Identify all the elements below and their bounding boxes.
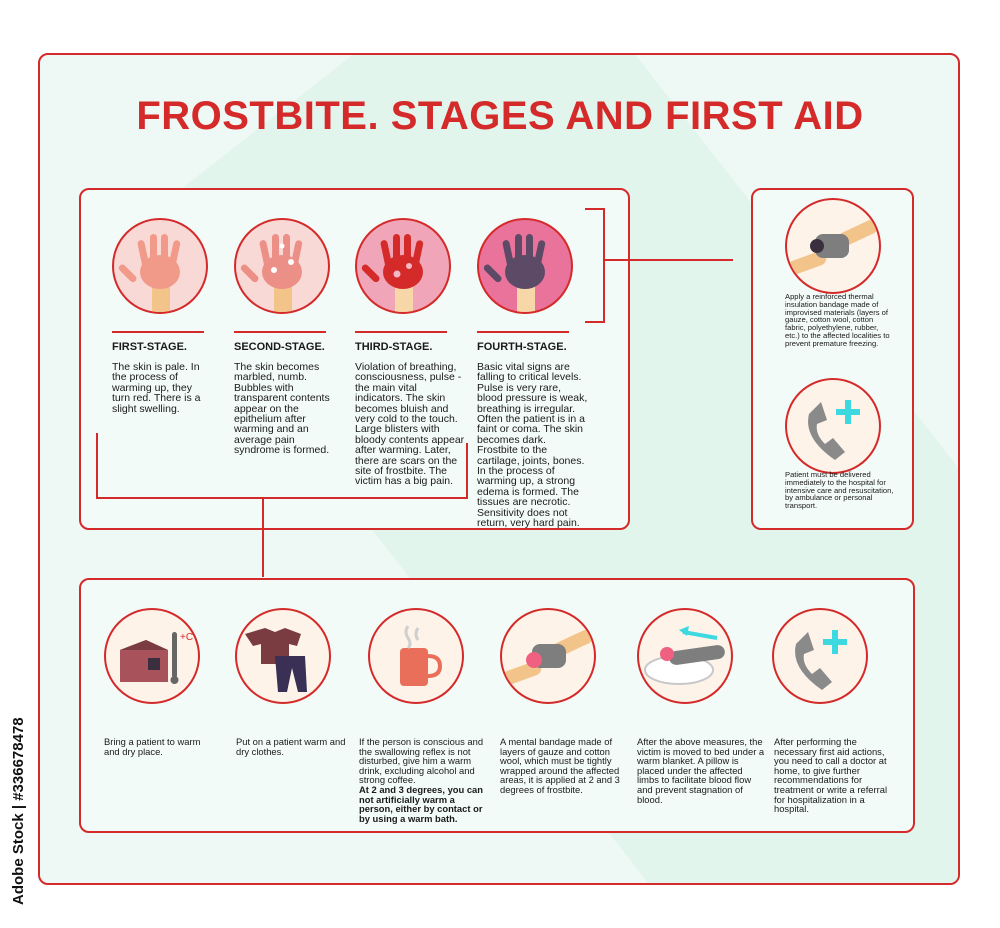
stage-1-rule [112,331,204,333]
house-thermometer-icon: +C [104,608,200,704]
hot-mug-icon [368,608,464,704]
bracket-bottom-horizontal [96,497,468,499]
bracket-bottom-left [96,433,98,499]
aid-5-text: After the above measures, the victim is … [637,736,765,805]
stage-2-text: The skin becomes marbled, numb. Bubbles … [234,361,330,457]
connector-to-side [603,259,733,261]
blistered-hand-icon [355,218,451,314]
page-title: FROSTBITE. STAGES AND FIRST AID [136,94,864,138]
raised-limb-pillow-icon [637,608,733,704]
medical-phone-icon [785,378,881,474]
stage-4-text: Basic vital signs are falling to critica… [477,361,588,530]
aid-3-text: If the person is conscious and the swall… [359,737,489,823]
warm-clothes-icon [235,608,331,704]
stage-3-title: THIRD-STAGE. [355,341,433,353]
aid-4-text: A mental bandage made of layers of gauze… [500,736,620,795]
connector-to-aid [262,497,264,577]
stage-1-text: The skin is pale. In the process of warm… [112,361,201,415]
medical-phone-icon [772,608,868,704]
pale-hand-icon [112,218,208,314]
stage-2-title: SECOND-STAGE. [234,341,325,353]
side-bandage-text: Apply a reinforced thermal insulation ba… [785,292,890,348]
stage-4-rule [477,331,569,333]
stage-3-rule [355,331,447,333]
aid-3-body: If the person is conscious and the swall… [359,736,484,786]
aid-6-text: After performing the necessary first aid… [774,736,888,815]
side-hospital-text: Patient must be delivered immediately to… [785,470,894,511]
bracket-right-vertical [603,208,605,323]
aid-2-text: Put on a patient warm and dry clothes. [236,736,346,757]
necrotic-hand-icon [477,218,573,314]
stage-2-rule [234,331,326,333]
aid-1-text: Bring a patient to warm and dry place. [104,736,201,757]
bracket-right-bottom [585,321,605,323]
bracket-right-top [585,208,605,210]
bandaged-hand-icon [500,608,596,704]
bracket-bottom-right [466,443,468,499]
bandaged-hand-icon [785,198,881,294]
stage-3-text: Violation of breathing, consciousness, p… [355,361,465,488]
marbled-hand-icon [234,218,330,314]
aid-3-warning: At 2 and 3 degrees, you can not artifici… [359,783,483,824]
svg-text:+C: +C [180,632,193,643]
first-aid-panel [79,578,915,833]
stage-1-title: FIRST-STAGE. [112,341,187,353]
stage-4-title: FOURTH-STAGE. [477,341,567,353]
stock-watermark: Adobe Stock | #336678478 [10,717,27,905]
